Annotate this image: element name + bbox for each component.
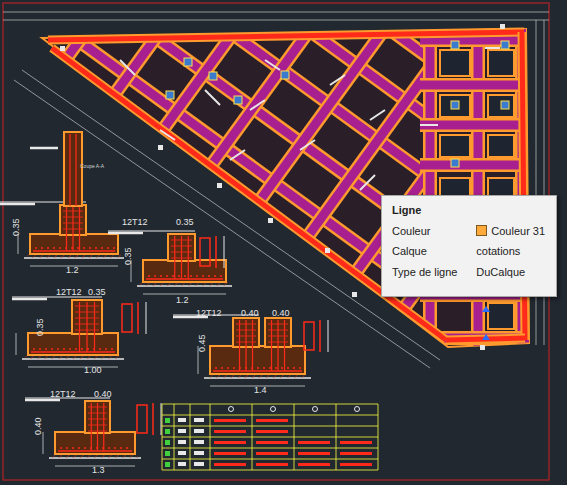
property-name: Couleur [392,225,458,238]
dimension-label: 0.35 [12,218,21,236]
property-value: Couleur 31 [476,225,546,238]
dimension-label: 0.35 [124,247,133,265]
footing-section [0,132,124,266]
dimension-label: 0.35 [88,288,106,297]
dimension-label: 1.3 [92,466,105,475]
dimension-label: 0.40 [34,417,43,435]
dimension-label: Coupe A-A [80,164,104,169]
rebar-table [162,404,378,470]
dimension-label: 0.40 [272,309,290,318]
dimension-label: 1.2 [66,266,79,275]
footing-sections [0,132,328,466]
dimension-label: 12T12 [50,390,76,399]
dimension-label: 1.00 [84,366,102,375]
dimension-label: 1.2 [176,296,189,305]
dimension-label: 0.45 [198,334,207,352]
tooltip-title: Ligne [392,204,546,217]
property-name: Calque [392,245,458,258]
footing-section [12,297,146,367]
properties-tooltip: LigneCouleur Couleur 31 Calque cotationsTyp… [381,195,557,297]
dimension-label: 0.35 [176,218,194,227]
property-value: DuCalque [476,266,546,279]
property-value: cotations [476,245,546,258]
dimension-label: 0.35 [36,318,45,336]
footing-section [25,398,161,466]
dimension-label: 1.4 [254,386,267,395]
dimension-label: 12T12 [122,218,148,227]
footing-section [108,231,232,294]
color-swatch [476,225,487,236]
dimension-label: 12T12 [196,309,222,318]
beam-grid [410,20,540,360]
dimension-label: 0.40 [241,309,259,318]
dimension-label: 0.40 [94,390,112,399]
dimension-label: 12T12 [56,288,82,297]
property-name: Type de ligne [392,266,458,279]
footing-section [173,315,328,386]
